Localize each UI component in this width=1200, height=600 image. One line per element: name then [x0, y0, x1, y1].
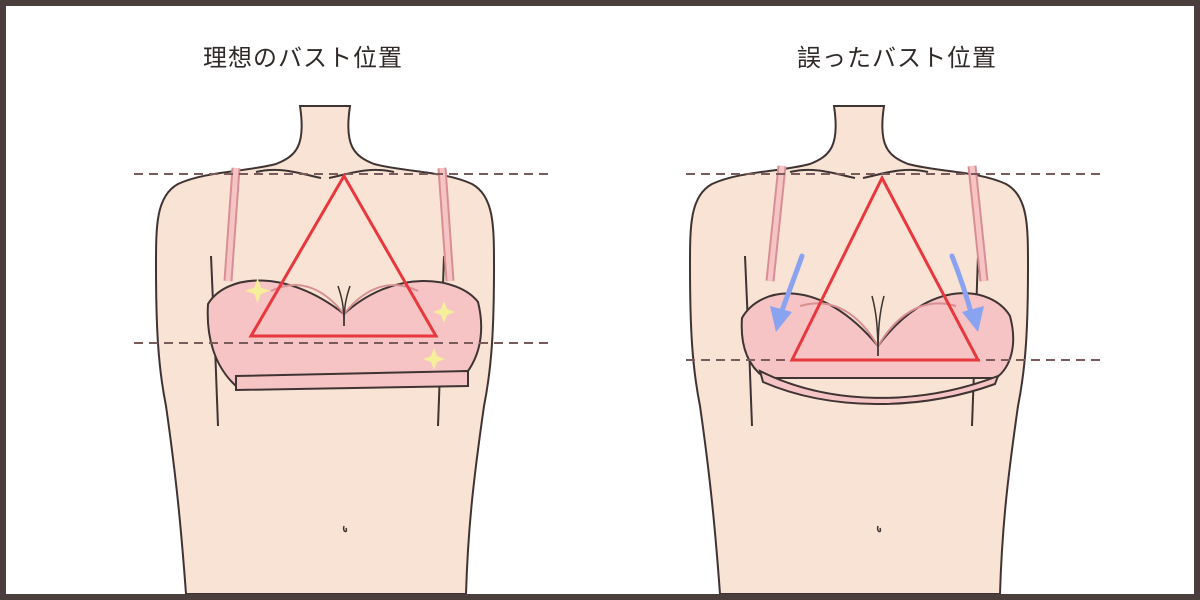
arrow-head-icon: [770, 306, 792, 332]
ideal-position-panel: 理想のバスト位置: [6, 6, 600, 594]
arrow-head-icon: [962, 306, 984, 332]
navel: [876, 525, 882, 533]
collarbone-left: [789, 168, 856, 179]
navel: [342, 525, 348, 533]
wrong-triangle: [789, 174, 981, 362]
wrong-position-panel: 誤ったバスト位置: [600, 6, 1194, 594]
ideal-figure: [134, 105, 554, 594]
collarbone-left: [255, 168, 322, 179]
illustration-frame: 理想のバスト位置: [6, 6, 1194, 594]
wrong-position-title: 誤ったバスト位置: [797, 44, 997, 72]
collarbone-right: [328, 168, 395, 179]
sparkle-icon: [433, 301, 455, 323]
collarbone-right: [862, 168, 929, 179]
bra-band: [235, 369, 469, 392]
sparkle-icon: [423, 348, 445, 370]
ideal-triangle: [248, 173, 439, 338]
wrong-figure: [686, 105, 1106, 594]
sparkle-icon: [244, 278, 271, 304]
ideal-position-title: 理想のバスト位置: [203, 44, 403, 72]
bra-band: [758, 369, 1000, 405]
bra-cups: [206, 279, 483, 388]
